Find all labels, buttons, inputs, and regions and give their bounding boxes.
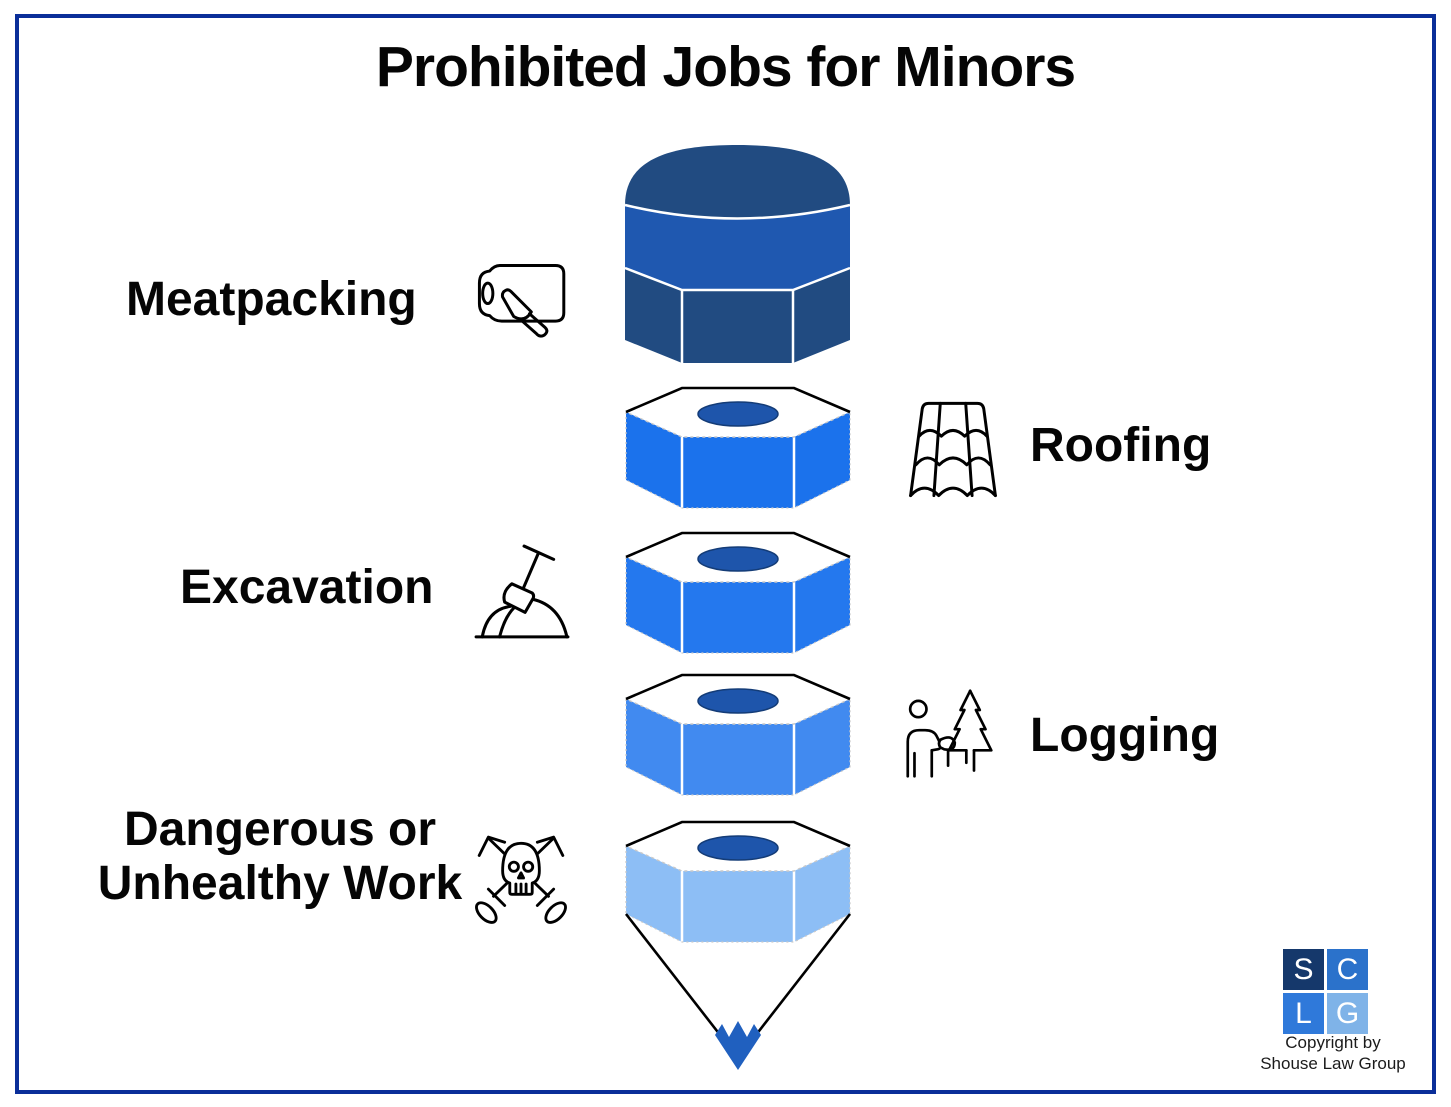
roof-tiles-icon [900, 396, 1006, 504]
border-frame [15, 14, 1436, 1094]
skull-crossbones-icon [470, 829, 572, 933]
funnel-hole [697, 835, 779, 861]
logo-letter: G [1335, 996, 1360, 1030]
copyright-line-1: Copyright by [1285, 1033, 1381, 1052]
top-stack-base-front [682, 290, 793, 363]
funnel-diagram [624, 145, 852, 1070]
logo-square-s: S [1283, 949, 1324, 990]
sclg-logo: S C L G [1283, 949, 1368, 1034]
logo-square-c: C [1327, 949, 1368, 990]
logo-letter: S [1293, 952, 1314, 986]
funnel-hole [697, 688, 779, 714]
logger-tree-icon [902, 684, 998, 784]
logo-square-l: L [1283, 993, 1324, 1034]
funnel-hole [697, 546, 779, 572]
top-stack-base-left [625, 268, 682, 363]
page-title: Prohibited Jobs for Minors [375, 35, 1076, 99]
logo-letter: C [1336, 952, 1359, 986]
top-stack-band [625, 205, 850, 290]
logo-square-g: G [1327, 993, 1368, 1034]
funnel-layer-excavation [625, 531, 851, 654]
shovel-mound-icon [470, 541, 572, 645]
label-logging: Logging [1030, 709, 1220, 762]
copyright-line-2: Shouse Law Group [1260, 1054, 1406, 1074]
label-roofing: Roofing [1030, 419, 1212, 472]
label-excavation: Excavation [180, 561, 434, 614]
funnel-top-stack [624, 145, 851, 363]
top-stack-dome [625, 145, 850, 219]
funnel-drip [715, 1021, 761, 1070]
top-stack-base-right [793, 268, 850, 363]
funnel-hole [697, 401, 779, 427]
cutting-board-knife-icon [472, 258, 574, 350]
funnel-layer-roofing [625, 386, 851, 509]
logo-letter: L [1295, 996, 1312, 1030]
copyright-text: Copyright by Shouse Law Group [1238, 1032, 1428, 1075]
label-meatpacking: Meatpacking [126, 273, 417, 326]
funnel-layer-logging [625, 673, 851, 796]
funnel-layer-dangerous [625, 820, 851, 943]
label-dangerous-unhealthy: Dangerous or Unhealthy Work [97, 803, 463, 911]
